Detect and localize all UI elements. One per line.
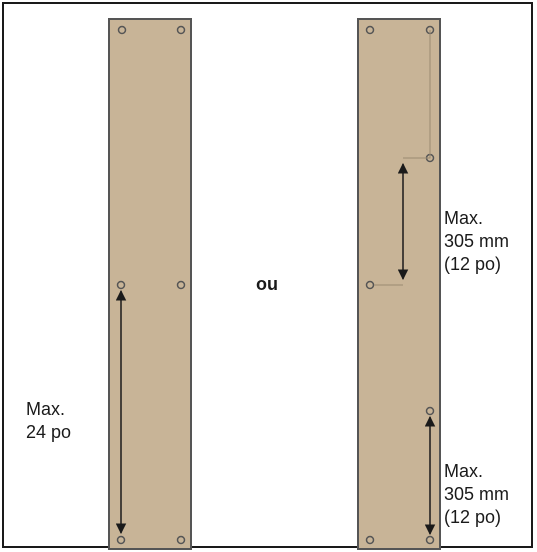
- right-top-mm-text: 305 mm: [444, 231, 510, 251]
- leader-line-top: [403, 30, 431, 159]
- left-dimension-label: Max. 24 po: [26, 398, 71, 444]
- screw-hole-icon: [425, 535, 435, 545]
- or-label: ou: [256, 274, 278, 294]
- left-max-text: Max.: [26, 399, 66, 419]
- right-bottom-in-text: (12 po): [444, 507, 502, 527]
- diagram-frame: [2, 2, 533, 548]
- right-bottom-mm-text: 305 mm: [444, 484, 510, 504]
- right-top-max-text: Max.: [444, 208, 484, 228]
- screw-hole-icon: [116, 535, 126, 545]
- right-top-in-text: (12 po): [444, 254, 502, 274]
- screw-hole-icon: [176, 280, 186, 290]
- screw-hole-icon: [365, 535, 375, 545]
- screw-hole-icon: [116, 280, 126, 290]
- right-bottom-max-text: Max.: [444, 461, 484, 481]
- screw-hole-icon: [117, 25, 127, 35]
- screw-hole-icon: [365, 280, 375, 290]
- screw-hole-icon: [365, 25, 375, 35]
- right-bottom-dimension-label: Max. 305 mm (12 po): [444, 460, 509, 529]
- screw-hole-icon: [176, 535, 186, 545]
- screw-hole-icon: [425, 406, 435, 416]
- right-top-dimension-label: Max. 305 mm (12 po): [444, 207, 509, 276]
- screw-hole-icon: [176, 25, 186, 35]
- left-plate-holes: [116, 25, 186, 545]
- left-value-text: 24 po: [26, 422, 72, 442]
